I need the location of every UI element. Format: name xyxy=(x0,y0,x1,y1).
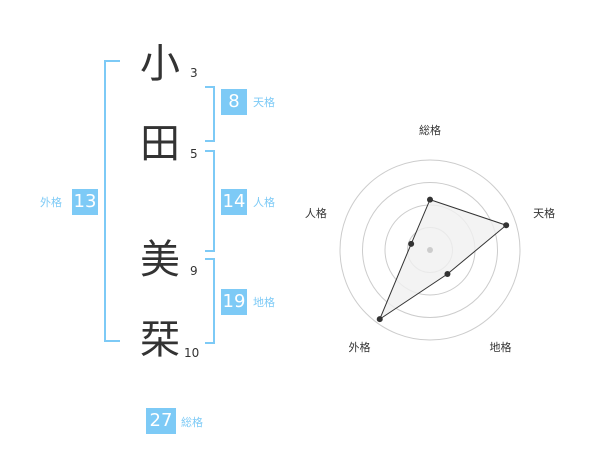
gaikaku-value: 13 xyxy=(72,189,98,215)
radar-point-5 xyxy=(408,240,415,247)
stroke-count-3: 9 xyxy=(190,264,198,278)
stroke-count-4: 10 xyxy=(184,346,200,360)
name-char-4: 栞 xyxy=(140,317,180,363)
radar-point-2 xyxy=(503,222,510,229)
radar-shape xyxy=(378,198,508,321)
stroke-count-2: 5 xyxy=(190,147,198,161)
radar-center-dot xyxy=(427,247,433,253)
stroke-count-1: 3 xyxy=(190,66,198,80)
jinkaku-bracket xyxy=(205,150,215,252)
radar-point-4 xyxy=(376,316,383,323)
soukaku-value: 27 xyxy=(146,408,176,434)
tenkaku-bracket xyxy=(205,86,215,142)
jinkaku-label: 人格 xyxy=(253,196,275,209)
jinkaku-value: 14 xyxy=(221,189,247,215)
name-char-3: 美 xyxy=(140,237,180,283)
radar-point-3 xyxy=(444,271,451,278)
name-char-2: 田 xyxy=(140,121,180,167)
chikaku-label: 地格 xyxy=(253,296,275,309)
radar-axis-label-3: 地格 xyxy=(490,340,512,354)
name-char-1: 小 xyxy=(140,41,180,87)
radar-ring-3 xyxy=(362,182,498,318)
gaikaku-label: 外格 xyxy=(40,196,62,209)
gaikaku-bracket xyxy=(104,60,120,342)
radar-axis-label-1: 総格 xyxy=(419,123,441,137)
chikaku-value: 19 xyxy=(221,289,247,315)
soukaku-label: 総格 xyxy=(181,416,203,429)
chikaku-bracket xyxy=(205,258,215,344)
radar-axis-label-5: 人格 xyxy=(305,206,327,220)
radar-ring-4 xyxy=(339,159,521,341)
radar-axis-label-2: 天格 xyxy=(533,206,555,220)
radar-axis-label-4: 外格 xyxy=(348,340,370,354)
radar-point-1 xyxy=(427,196,433,203)
tenkaku-label: 天格 xyxy=(253,96,275,109)
tenkaku-value: 8 xyxy=(221,89,247,115)
